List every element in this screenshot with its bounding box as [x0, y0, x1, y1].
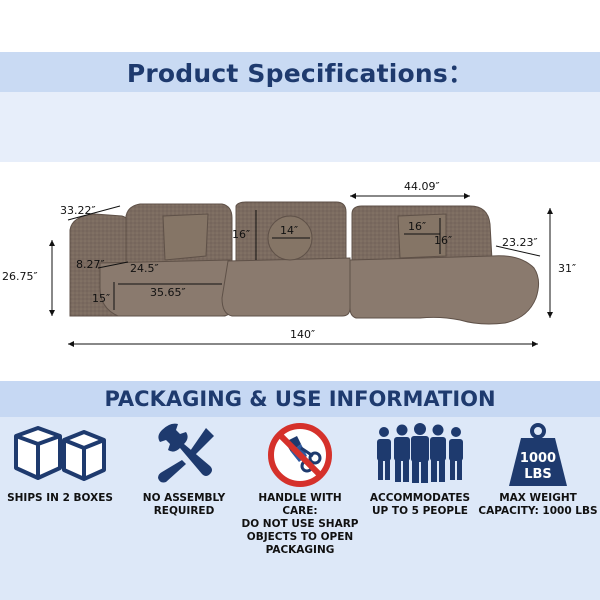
dim-chaise-pillow-width: 16″ — [408, 220, 426, 233]
dim-seat-width: 35.65″ — [150, 286, 186, 299]
dim-total-length: 140″ — [290, 328, 315, 341]
packaging-title: PACKAGING & USE INFORMATION — [104, 387, 496, 411]
boxes-icon — [14, 426, 106, 481]
tools-icon — [158, 423, 214, 483]
dim-seat-depth: 24.5″ — [130, 262, 159, 275]
feature-label: SHIPS IN 2 BOXES — [7, 492, 113, 504]
dim-chaise-pillow-height: 16″ — [434, 234, 452, 247]
dim-pillow-round: 14″ — [280, 224, 298, 237]
sofa-left-pillow — [162, 213, 209, 261]
weight-icon: 1000 LBS — [509, 423, 567, 486]
packaging-band — [0, 381, 600, 600]
feature-ships-in-boxes: SHIPS IN 2 BOXES — [0, 420, 120, 595]
dimension-lines — [51, 195, 551, 345]
spec-title: Product Specifications： — [126, 59, 474, 88]
dim-chaise-length: 44.09″ — [404, 180, 440, 193]
packaging-title-bar: PACKAGING & USE INFORMATION — [0, 381, 600, 417]
dim-arm-inner-height: 8.27″ — [76, 258, 105, 271]
dim-total-height-right: 31″ — [558, 262, 576, 275]
dim-total-height-left: 26.75″ — [2, 270, 38, 283]
dim-pillow-square-height: 16″ — [232, 228, 250, 241]
dim-seat-height: 15″ — [92, 292, 110, 305]
dim-chaise-depth: 23.23″ — [502, 236, 538, 249]
sofa-middle-seat — [221, 257, 351, 317]
sofa-chaise-pillow — [397, 213, 447, 259]
sofa-illustration: 33.22″ 8.27″ 26.75″ 24.5″ 15″ 35.65″ 16″… — [2, 180, 576, 347]
dimension-arrowheads — [49, 193, 553, 347]
sofa-diagram: 33.22″ 8.27″ 26.75″ 24.5″ 15″ 35.65″ 16″… — [0, 168, 600, 378]
people-icon — [377, 423, 463, 483]
dim-arm-depth: 33.22″ — [60, 204, 96, 217]
weight-badge-bottom: LBS — [524, 467, 552, 482]
spec-title-bar: Product Specifications： — [0, 52, 600, 92]
sofa-chaise-seat — [349, 255, 540, 325]
weight-badge-top: 1000 — [520, 451, 556, 466]
no-sharp-objects-icon — [268, 423, 332, 487]
